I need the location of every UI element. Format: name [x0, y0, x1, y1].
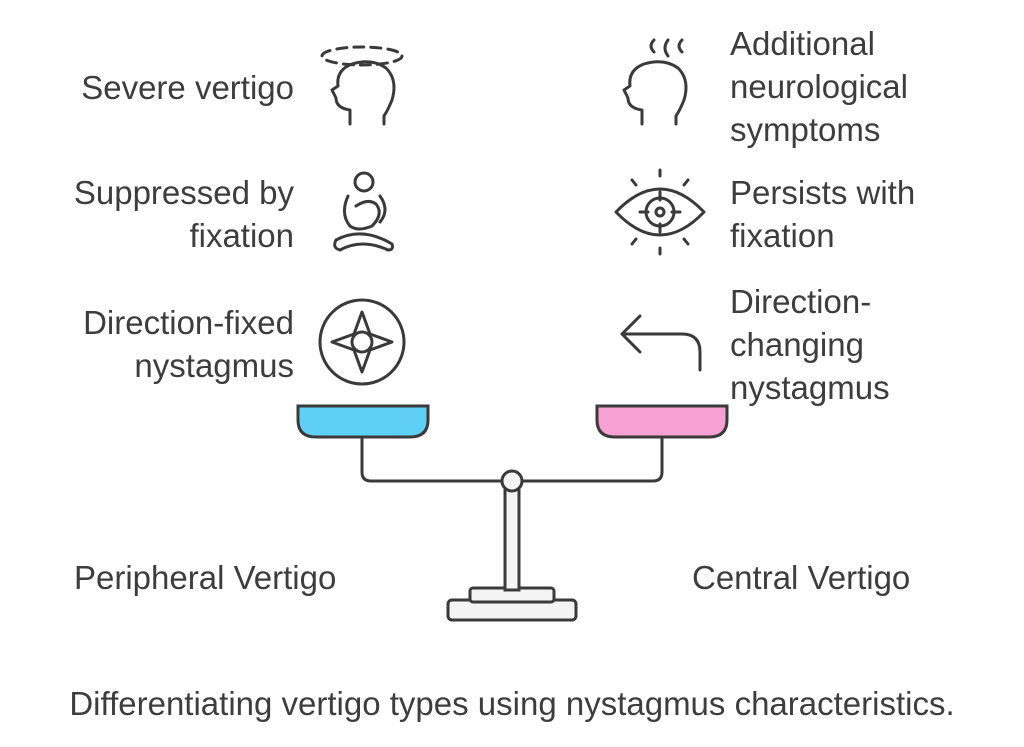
central-pan	[595, 404, 729, 439]
peripheral-item-direction-fixed: Direction-fixed nystagmus	[83, 304, 294, 384]
scale-pole	[503, 486, 521, 592]
turn-arrow-icon	[620, 314, 702, 372]
peripheral-item-severe-vertigo: Severe vertigo	[81, 69, 294, 106]
eye-target-icon	[614, 168, 706, 256]
compass-icon	[318, 298, 406, 386]
central-item-persists-with-fixation: Persists with fixation	[730, 174, 916, 254]
central-title: Central Vertigo	[692, 559, 911, 596]
central-item-neurological-symptoms: Additional neurological symptoms	[730, 25, 908, 148]
meditation-icon	[333, 171, 394, 252]
scale-base	[446, 586, 578, 622]
dizzy-head-icon	[320, 45, 404, 126]
peripheral-pan	[296, 404, 430, 439]
central-item-direction-changing: Direction- changing nystagmus	[730, 283, 890, 406]
diagram-caption: Differentiating vertigo types using nyst…	[69, 685, 955, 722]
peripheral-item-suppressed-by-fixation: Suppressed by fixation	[73, 174, 294, 254]
peripheral-title: Peripheral Vertigo	[74, 559, 337, 596]
head-steam-icon	[622, 38, 688, 126]
scale-pivot	[500, 469, 524, 493]
